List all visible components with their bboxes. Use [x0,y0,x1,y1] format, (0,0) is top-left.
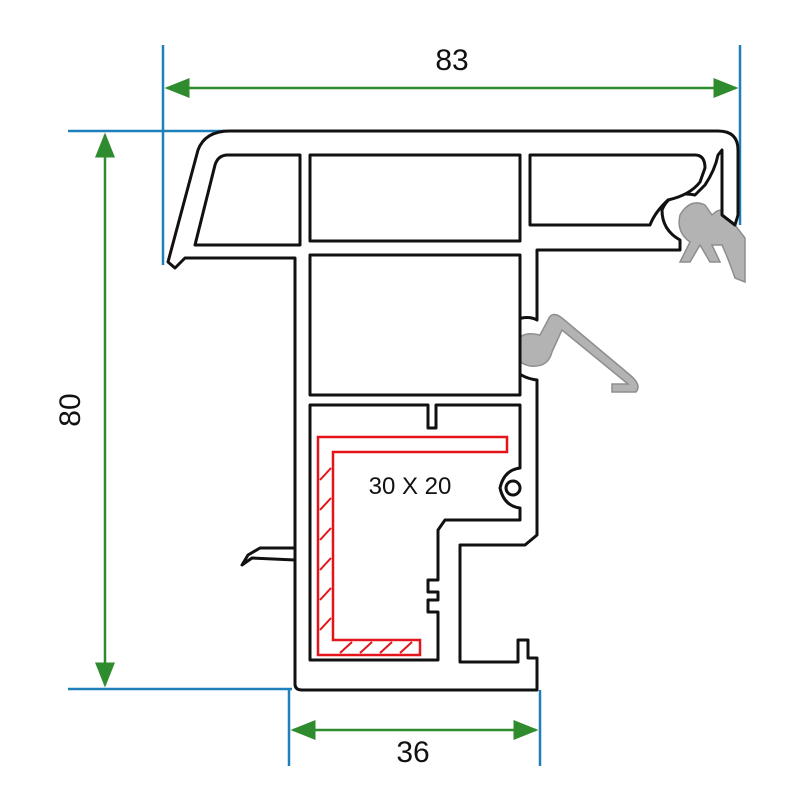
extension-lines [68,45,742,766]
side-gasket [513,313,639,393]
dimension-label-height: 80 [54,393,87,426]
pvc-profile [166,129,740,692]
gaskets [513,202,746,393]
reinforcement-outline [316,435,509,657]
dimension-label-width: 83 [435,44,468,77]
screw-channel [504,479,522,497]
steel-reinforcement: 30 X 20 [316,435,509,657]
reinforcement-hatching [319,467,413,654]
chamber-top-center [308,153,522,243]
dimension-label-bottom: 36 [396,736,429,769]
chamber-reinforcement [308,403,522,662]
chamber-middle [308,253,522,397]
chamber-top-left [193,153,302,247]
glazing-bead-hook [240,546,296,567]
top-gasket [678,202,746,284]
chamber-top-right [528,153,707,227]
reinforcement-size-label: 30 X 20 [369,473,452,500]
